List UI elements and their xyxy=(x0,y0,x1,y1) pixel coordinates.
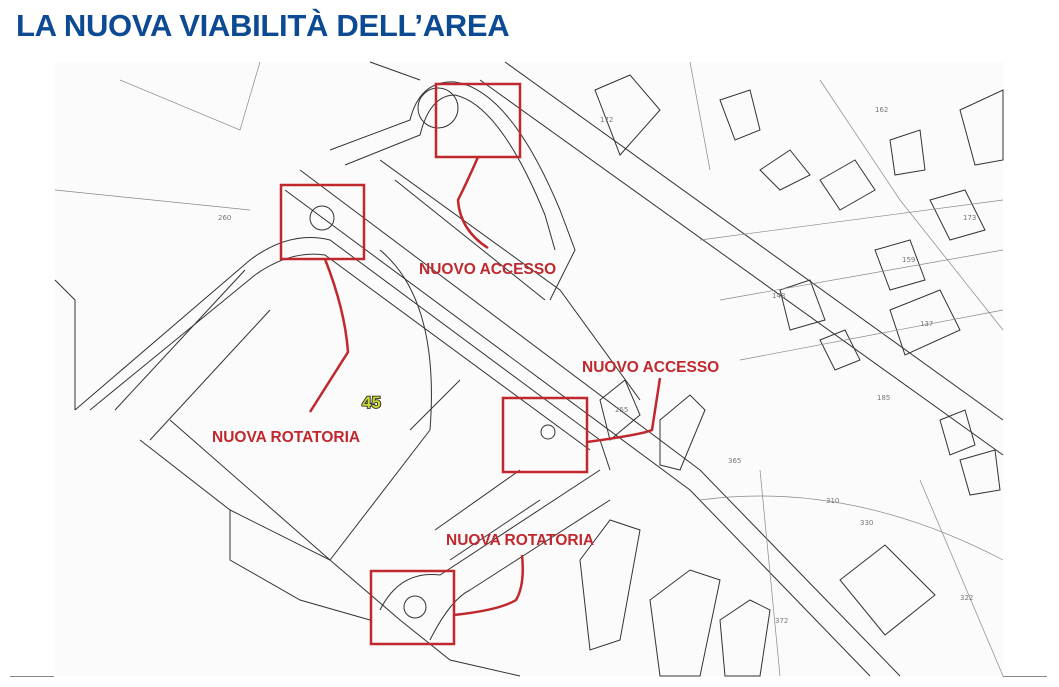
parcel-number: 148 xyxy=(772,292,785,300)
parcel-number: 330 xyxy=(860,519,873,527)
map-background xyxy=(54,61,1004,677)
highlight-box-east-access xyxy=(501,396,589,474)
parcel-number: 365 xyxy=(728,457,741,465)
annotations: NUOVO ACCESSO NUOVO ACCESSO NUOVA ROTATO… xyxy=(212,82,719,646)
parcel-number: 372 xyxy=(775,617,788,625)
parcel-number: 137 xyxy=(920,320,933,328)
slide-title: LA NUOVA VIABILITÀ DELL’AREA xyxy=(16,8,510,43)
highlight-box-west-roundabout xyxy=(279,183,366,261)
parcel-number: 159 xyxy=(902,256,915,264)
footer-divider-right xyxy=(1003,676,1047,677)
parcel-number: 322 xyxy=(960,594,973,602)
parcel-number: 310 xyxy=(826,497,839,505)
label-new-roundabout-south: NUOVA ROTATORIA xyxy=(446,532,594,549)
highlight-box-south-roundabout xyxy=(369,569,456,646)
parcel-number: 173 xyxy=(963,214,976,222)
leader-line-east-access xyxy=(586,377,662,444)
footer-divider-left xyxy=(10,676,54,677)
area-number-badge: 45 xyxy=(361,392,382,413)
parcel-number: 172 xyxy=(600,116,613,124)
parcel-number: 260 xyxy=(218,214,231,222)
leader-line-west-roundabout xyxy=(308,258,350,413)
area-number: 45 xyxy=(362,393,381,412)
parcel-number: 185 xyxy=(877,394,890,402)
label-new-roundabout-west: NUOVA ROTATORIA xyxy=(212,429,360,446)
parcel-number: 255 xyxy=(615,406,628,414)
label-new-access-north: NUOVO ACCESSO xyxy=(419,261,556,278)
leader-line-south-roundabout xyxy=(453,554,524,617)
parcel-number: 162 xyxy=(875,106,888,114)
parcel-numbers: 172 173 162 137 159 372 330 310 260 365 … xyxy=(218,106,976,625)
label-new-access-east: NUOVO ACCESSO xyxy=(582,359,719,376)
leader-line-north-access xyxy=(456,156,489,250)
